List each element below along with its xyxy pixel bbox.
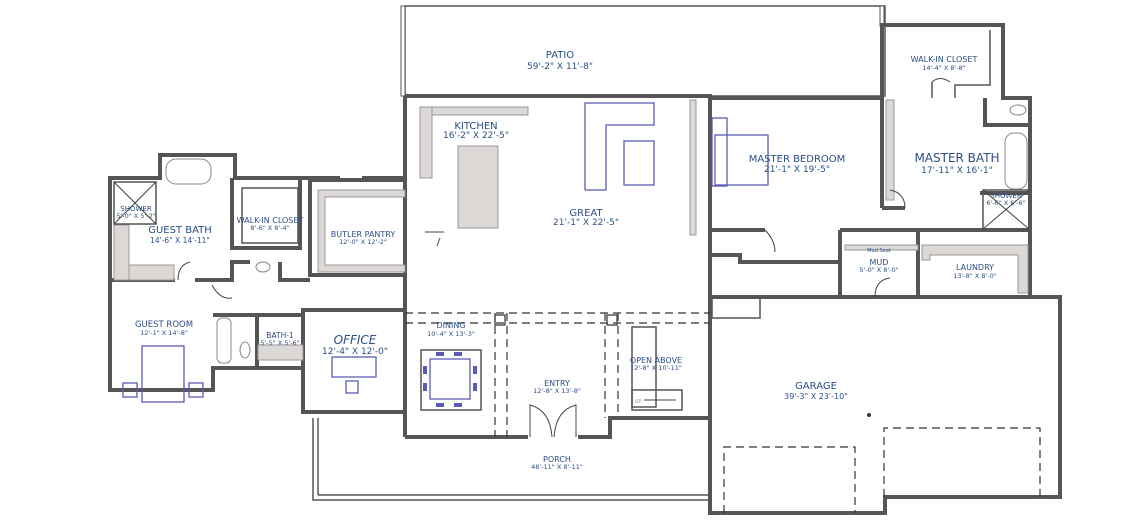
room-name-guest-room: GUEST ROOM (135, 320, 193, 330)
room-name-dining: DINING (436, 321, 465, 330)
closet-shelf (241, 187, 299, 244)
room-dims-butler-pantry: 12'-0" X 12'-2" (339, 238, 387, 246)
room-name-guest-bath: GUEST BATH (148, 225, 212, 236)
toilet-icon (255, 261, 271, 273)
room-dims-master-bedroom: 21'-1" X 19'-5" (764, 165, 830, 175)
room-name-butler-pantry: BUTLER PANTRY (331, 230, 396, 239)
porch-outline (312, 418, 710, 501)
room-dims-laundry: 13'-8" X 8'-0" (953, 272, 997, 280)
office-chair-icon (345, 380, 359, 394)
fixtures (113, 104, 1030, 417)
room-dims-dining: 10'-4" X 13'-3" (427, 330, 475, 338)
toilet-icon (239, 341, 251, 359)
room-dims-guest-room: 12'-1" X 14'-8" (140, 329, 188, 337)
guest-shower-icon (113, 181, 157, 225)
master-shower-icon (982, 189, 1030, 230)
room-name-porch: PORCH (543, 455, 571, 464)
bath1-tub-icon (216, 317, 232, 364)
room-name-guest-closet: WALK-IN CLOSET (237, 216, 304, 225)
room-dims-guest-closet: 8'-6" X 8'-4" (250, 224, 289, 232)
room-name-master-bedroom: MASTER BEDROOM (749, 154, 846, 165)
room-name-mud: MUD (870, 258, 889, 267)
room-dims-master-shower: 6'-6" X 6'-6" (986, 199, 1025, 207)
room-dims-mud: 5'-0" X 8'-0" (859, 266, 898, 274)
room-name-master-closet: WALK-IN CLOSET (911, 55, 978, 64)
beam-lines (405, 312, 1041, 513)
walls (108, 23, 1062, 515)
stairs-icon (631, 326, 683, 411)
master-tub-icon (1004, 132, 1028, 190)
toilet-icon (1009, 104, 1027, 116)
doors (177, 78, 951, 438)
dining-table-icon (420, 349, 482, 411)
room-dims-entry: 12'-8" X 13'-8" (533, 387, 581, 395)
room-dims-guest-bath: 14'-6" X 14'-11" (150, 236, 210, 245)
room-name-entry: ENTRY (544, 379, 570, 388)
sectional-sofa-icon (584, 102, 655, 191)
room-dims-garage: 39'-3" X 23'-10" (784, 392, 848, 401)
room-dims-great: 21'-1" X 22'-5" (553, 218, 619, 228)
stairs-up-label: UP (635, 399, 642, 405)
room-name-laundry: LAUNDRY (956, 263, 994, 272)
garage-shelf (711, 297, 761, 319)
room-dims-master-closet: 14'-4" X 8'-8" (922, 64, 966, 72)
room-labels: PATIO 59'-2" X 11'-8" KITCHEN 16'-2" X 2… (116, 50, 1025, 471)
room-dims-porch: 48'-11" X 8'-11" (531, 463, 583, 471)
mud-seat-label: Mud Seat (867, 248, 891, 254)
furniture (122, 102, 769, 411)
room-dims-master-bath: 17'-11" X 16'-1" (921, 166, 993, 176)
room-dims-patio: 59'-2" X 11'-8" (527, 62, 593, 72)
room-name-patio: PATIO (546, 50, 575, 61)
garage-post (867, 413, 871, 417)
room-dims-bath-1: 5'-5" X 5'-6" (260, 339, 299, 347)
guest-tub-icon (165, 158, 212, 185)
room-name-master-bath: MASTER BATH (914, 151, 999, 165)
room-dims-guest-shower: 5'-0" X 5'-2" (116, 212, 155, 220)
patio-outline (400, 5, 886, 97)
room-dims-kitchen: 16'-2" X 22'-5" (443, 131, 509, 141)
room-name-great: GREAT (569, 208, 603, 219)
office-desk-icon (331, 356, 377, 378)
room-name-guest-shower: SHOWER (120, 205, 152, 213)
room-name-bath-1: BATH-1 (266, 331, 294, 340)
room-name-open-above: OPEN ABOVE (630, 356, 682, 365)
room-name-master-shower: SHOWER (990, 192, 1022, 200)
room-dims-open-above: 12'-8" X 10'-11" (630, 364, 682, 372)
master-bed-icon (711, 117, 769, 187)
room-dims-office: 12'-4" X 12'-0" (322, 347, 388, 357)
room-name-office: OFFICE (334, 333, 377, 347)
room-name-garage: GARAGE (795, 381, 837, 392)
guest-bed-icon (122, 345, 204, 403)
room-name-kitchen: KITCHEN (454, 121, 497, 132)
cabinets (113, 99, 1029, 361)
